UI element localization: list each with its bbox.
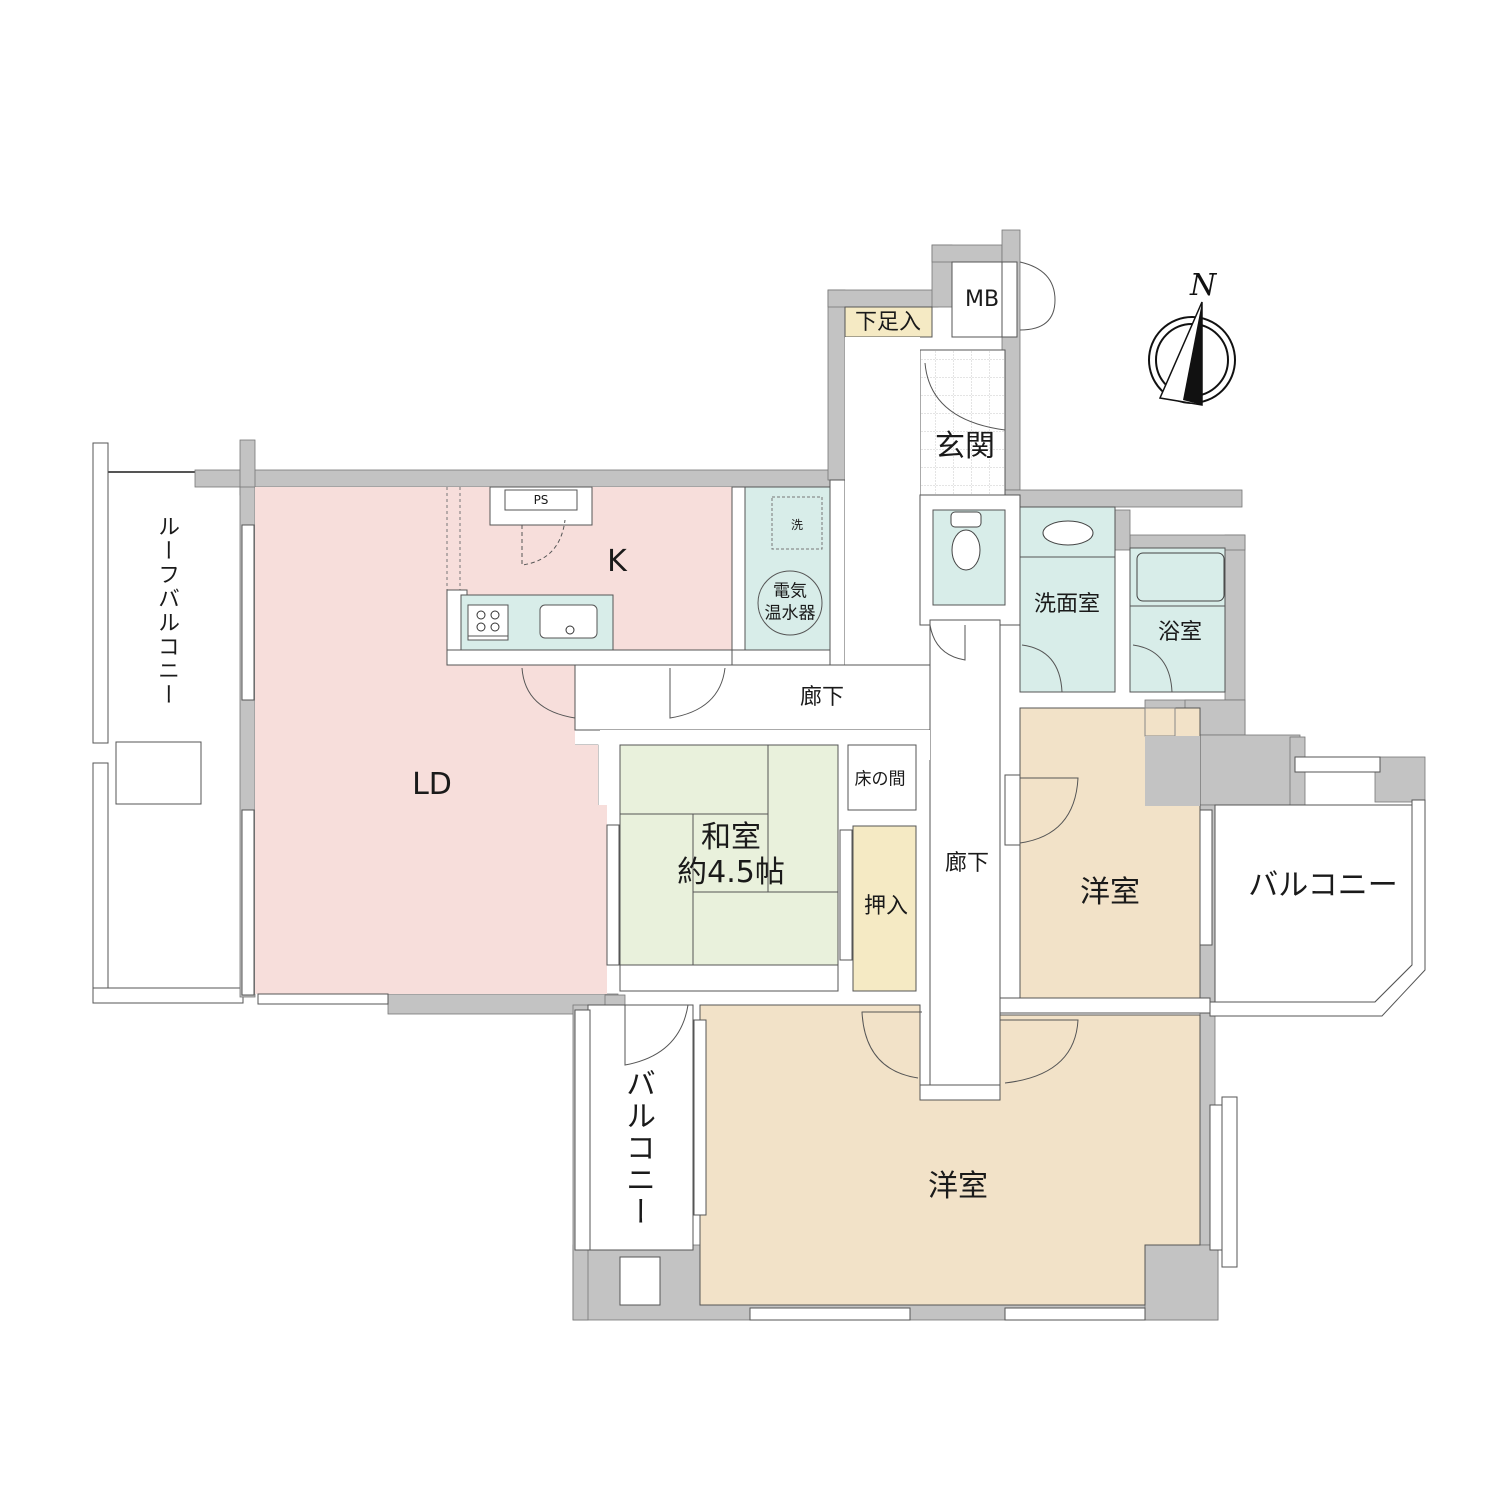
room-label-bathroom: 浴室 [1157, 620, 1203, 645]
basin-icon [1042, 520, 1094, 546]
bathtub-icon [1136, 552, 1225, 602]
laundry-space-label: 洗 [790, 518, 804, 532]
entry-area [844, 261, 1056, 667]
wet-rooms [919, 494, 1226, 693]
roof-balcony [92, 442, 244, 1004]
room-label-oshiire: 押入 [863, 894, 909, 919]
room-label-hallway-upper: 廊下 [799, 685, 845, 710]
sink-icon [539, 604, 598, 639]
room-label-tokonoma: 床の間 [854, 769, 906, 790]
room-label-washitsu-size: 約4.5帖 [677, 855, 785, 890]
windows [241, 524, 389, 1005]
room-label-ld: LD [412, 767, 452, 802]
room-label-hallway-lower: 廊下 [944, 851, 990, 876]
room-label-ps: PS [533, 493, 549, 507]
youshitsu-south-floor [693, 1004, 1238, 1321]
room-label-youshitsu-east: 洋室 [1080, 875, 1140, 910]
room-label-roof-balcony: ルーフバルコニー [154, 515, 179, 707]
washitsu-floor [600, 730, 930, 992]
room-label-washitsu: 和室 [701, 820, 761, 855]
ld-k-floor [255, 486, 733, 994]
water-heater-label-line1: 電気 [773, 581, 807, 602]
youshitsu-east-floor [999, 707, 1213, 1014]
balcony-south [574, 1004, 694, 1306]
room-label-washroom: 洗面室 [1033, 592, 1101, 617]
room-label-balcony-east: バルコニー [1248, 868, 1398, 903]
room-label-kitchen: K [607, 544, 627, 579]
toilet-icon [950, 511, 982, 571]
compass-north-label: N [1190, 268, 1217, 303]
compass-icon [1148, 301, 1236, 406]
utility-area [731, 479, 846, 666]
stove-icon [467, 604, 509, 641]
water-heater-label-line2: 温水器 [764, 603, 816, 624]
room-label-shoe-storage: 下足入 [854, 310, 922, 335]
room-label-balcony-south: バルコニー [620, 1068, 655, 1228]
room-label-genkan: 玄関 [935, 429, 995, 464]
room-label-youshitsu-south: 洋室 [928, 1169, 988, 1204]
hallway [521, 619, 1001, 1101]
room-label-meter-box: MB [964, 287, 1000, 312]
balcony-east [1209, 756, 1426, 1017]
